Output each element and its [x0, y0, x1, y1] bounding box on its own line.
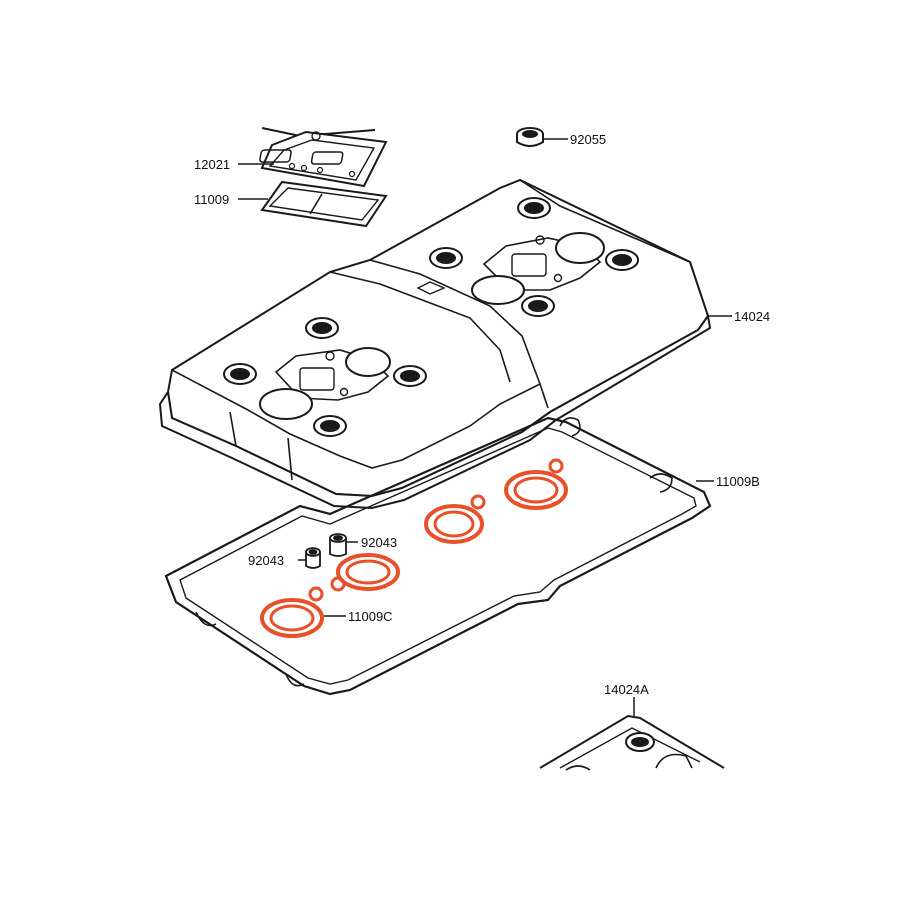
- label-14024: 14024: [734, 309, 770, 324]
- cylinder-head-cover-14024A: [539, 714, 725, 771]
- cylinder-head-cover-14024: [158, 178, 712, 510]
- label-11009: 11009: [194, 192, 229, 207]
- label-92043-a: 92043: [361, 535, 397, 550]
- plug-gasket: [330, 553, 400, 592]
- bolt-boss: [521, 295, 555, 317]
- bolt-boss: [305, 317, 339, 339]
- breather-plate-12021: [259, 127, 388, 188]
- plug-hole-gaskets-11009C: [260, 458, 568, 638]
- plug-gasket: [260, 586, 324, 638]
- cover-bolt-bosses: [223, 197, 639, 437]
- bolt-boss: [393, 365, 427, 387]
- label-11009C: 11009C: [348, 609, 393, 624]
- bolt-boss: [605, 249, 639, 271]
- bolt-boss: [517, 197, 551, 219]
- label-92043-b: 92043: [248, 553, 284, 568]
- label-92055: 92055: [570, 132, 606, 147]
- head-cover-gasket-11009B: [164, 416, 712, 696]
- label-14024A: 14024A: [604, 682, 649, 697]
- dowel-pin-92043-a: [329, 533, 347, 557]
- plug-gasket: [504, 458, 568, 510]
- part-number-labels: 12021 11009 92055 14024 11009B 92043 920…: [194, 132, 770, 697]
- bolt-boss: [313, 415, 347, 437]
- bolt-boss: [223, 363, 257, 385]
- cap-92055: [516, 127, 544, 147]
- breather-gasket-11009: [260, 180, 388, 228]
- leader-lines: [238, 138, 732, 716]
- plug-gasket: [424, 494, 486, 544]
- bolt-boss: [429, 247, 463, 269]
- dowel-pin-92043-b: [305, 547, 321, 569]
- label-12021: 12021: [194, 157, 230, 172]
- label-11009B: 11009B: [716, 474, 760, 489]
